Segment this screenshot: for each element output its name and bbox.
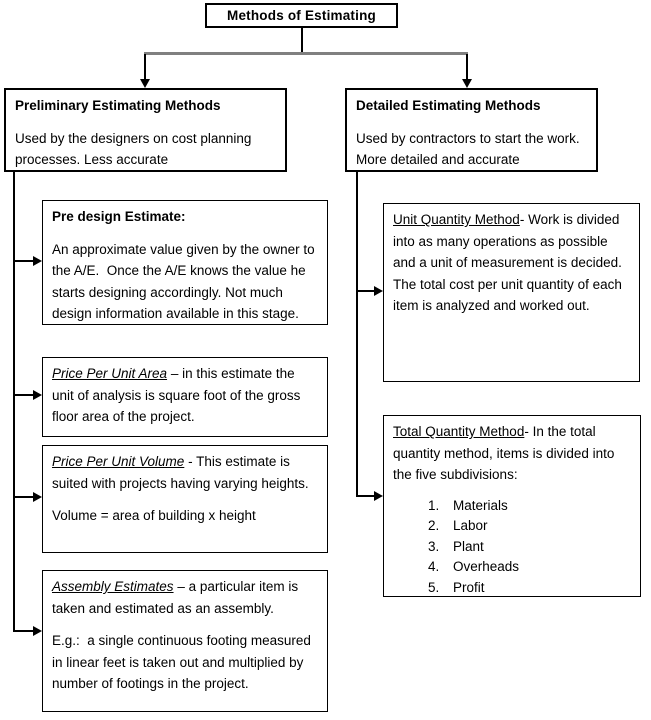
- subdivision-item: Profit: [443, 578, 631, 599]
- preliminary-title: Preliminary Estimating Methods: [15, 98, 221, 113]
- connector-arm-total-quantity: [357, 495, 375, 497]
- total-quantity-text: Total Quantity Method- In the total quan…: [393, 421, 631, 486]
- arrowhead-unit-area: [33, 390, 42, 400]
- assembly-text: Assembly Estimates – a particular item i…: [52, 576, 318, 619]
- connector-arm-unit-quantity: [357, 290, 375, 292]
- connector-root-stem: [301, 27, 303, 53]
- predesign-title: Pre design Estimate:: [52, 209, 186, 224]
- method-box-unit-quantity: Unit Quantity Method- Work is divided in…: [383, 203, 640, 382]
- root-title: Methods of Estimating: [227, 8, 376, 23]
- unit-volume-text: Price Per Unit Volume - This estimate is…: [52, 451, 318, 494]
- method-box-unit-area: Price Per Unit Area – in this estimate t…: [42, 357, 328, 437]
- connector-left-rail: [13, 172, 15, 632]
- arrowhead-left-branch: [140, 79, 150, 88]
- unit-quantity-text: Unit Quantity Method- Work is divided in…: [393, 209, 630, 317]
- arrowhead-predesign: [33, 256, 42, 266]
- connector-left-branch-drop: [144, 54, 146, 80]
- subdivision-item: Overheads: [443, 557, 631, 578]
- detailed-title: Detailed Estimating Methods: [356, 98, 541, 113]
- unit-quantity-lead: Unit Quantity Method: [393, 212, 520, 227]
- arrowhead-total-quantity: [374, 491, 383, 501]
- arrowhead-right-branch: [462, 79, 472, 88]
- connector-arm-predesign: [14, 260, 34, 262]
- preliminary-body: Used by the designers on cost planning p…: [15, 130, 252, 168]
- unit-area-rest: – in this estimate the unit of analysis …: [52, 366, 301, 424]
- total-quantity-subdivision-list: Materials Labor Plant Overheads Profit: [393, 496, 631, 599]
- connector-arm-assembly: [14, 630, 34, 632]
- root-box-methods-of-estimating: Methods of Estimating: [205, 3, 398, 28]
- connector-horizontal-bar: [144, 52, 468, 55]
- method-box-total-quantity: Total Quantity Method- In the total quan…: [383, 415, 641, 597]
- assembly-rest: – a particular item is taken and estimat…: [52, 579, 299, 616]
- method-box-unit-volume: Price Per Unit Volume - This estimate is…: [42, 445, 328, 553]
- arrowhead-unit-volume: [33, 492, 42, 502]
- unit-volume-formula: Volume = area of building x height: [52, 508, 256, 523]
- total-quantity-lead: Total Quantity Method: [393, 424, 525, 439]
- connector-arm-unit-area: [14, 394, 34, 396]
- arrowhead-assembly: [33, 626, 42, 636]
- subdivision-item: Labor: [443, 516, 631, 537]
- unit-volume-lead: Price Per Unit Volume: [52, 454, 185, 469]
- method-box-assembly: Assembly Estimates – a particular item i…: [42, 570, 328, 712]
- branch-box-preliminary: Preliminary Estimating Methods Used by t…: [4, 88, 287, 172]
- assembly-example: E.g.: a single continuous footing measur…: [52, 633, 311, 691]
- unit-area-lead: Price Per Unit Area: [52, 366, 168, 381]
- total-quantity-rest: - In the total quantity method, items is…: [393, 424, 615, 482]
- arrowhead-unit-quantity: [374, 286, 383, 296]
- method-box-predesign: Pre design Estimate: An approximate valu…: [42, 200, 328, 325]
- unit-quantity-rest: - Work is divided into as many operation…: [393, 212, 622, 313]
- connector-arm-unit-volume: [14, 496, 34, 498]
- connector-right-rail: [356, 172, 358, 497]
- branch-box-detailed: Detailed Estimating Methods Used by cont…: [345, 88, 598, 172]
- unit-volume-rest: - This estimate is suited with projects …: [52, 454, 309, 491]
- connector-right-branch-drop: [466, 54, 468, 80]
- subdivision-item: Plant: [443, 537, 631, 558]
- subdivision-item: Materials: [443, 496, 631, 517]
- unit-area-text: Price Per Unit Area – in this estimate t…: [52, 363, 318, 428]
- predesign-body: An approximate value given by the owner …: [52, 241, 315, 322]
- detailed-body: Used by contractors to start the work. M…: [356, 130, 580, 168]
- assembly-lead: Assembly Estimates: [52, 579, 174, 594]
